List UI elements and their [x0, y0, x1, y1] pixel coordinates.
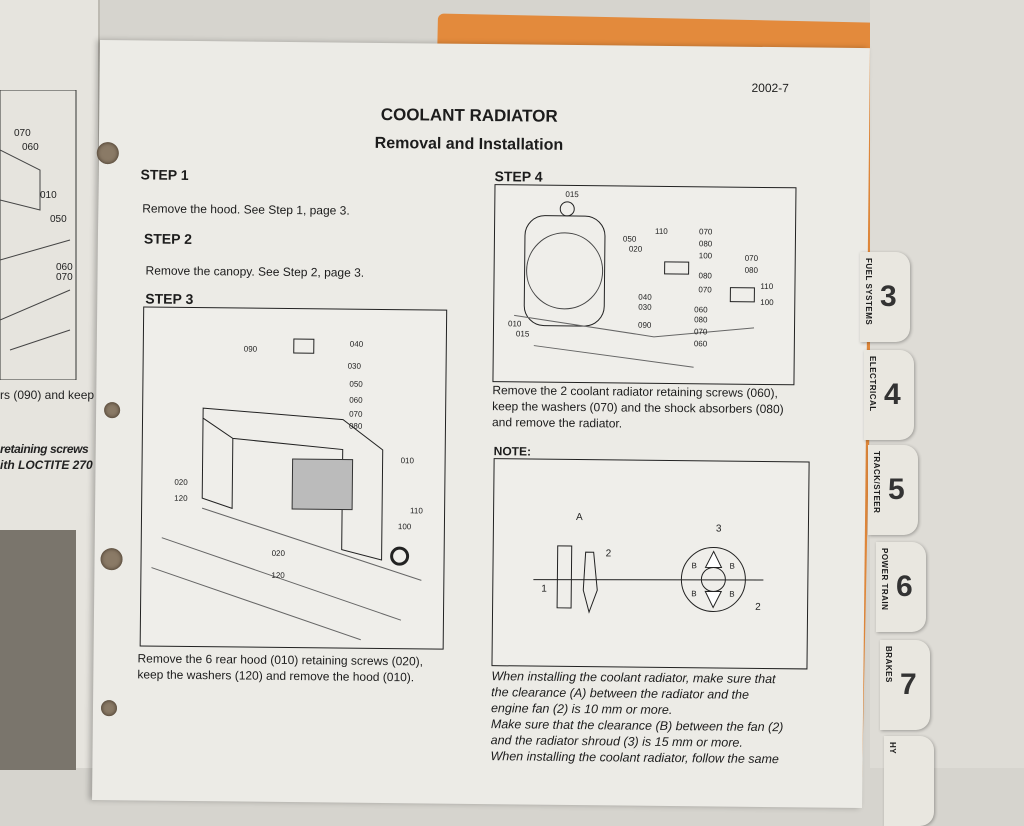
part-label: 100 — [397, 522, 412, 532]
part-label: 040 — [638, 292, 652, 302]
part-label: 070 — [698, 227, 713, 237]
hood-drawing — [151, 338, 422, 641]
binder-hole — [100, 700, 118, 717]
part-label: 100 — [760, 297, 774, 308]
part-label: 120 — [271, 570, 285, 580]
tab-label: POWER TRAIN — [880, 548, 889, 611]
tab-fuel-systems[interactable]: FUEL SYSTEMS 3 — [860, 252, 910, 342]
part-label: 100 — [698, 251, 713, 261]
tab-number: 7 — [900, 668, 917, 701]
part-label: 060 — [693, 339, 708, 349]
callout-label: B — [691, 589, 697, 599]
step3-diagram: 090 040 030 050 060 070 080 010 020 120 … — [139, 306, 448, 650]
radiator-drawing — [514, 201, 755, 368]
callout-label: B — [729, 589, 735, 599]
part-label: 080 — [694, 315, 708, 325]
part-label: 060 — [22, 142, 39, 153]
callout-label: 2 — [605, 548, 612, 560]
tab-label: TRACK/STEER — [872, 451, 881, 514]
step3-heading: STEP 3 — [145, 290, 194, 307]
callout-label: B — [691, 561, 697, 571]
part-label: 060 — [349, 395, 363, 405]
step3-caption: Remove the 6 rear hood (010) retaining s… — [137, 651, 424, 685]
note-text: When installing the coolant radiator, ma… — [490, 668, 809, 767]
part-label: 070 — [349, 409, 363, 419]
tab-label: FUEL SYSTEMS — [864, 258, 873, 326]
part-label: 110 — [654, 226, 668, 236]
part-label: 050 — [349, 379, 363, 389]
step4-caption: Remove the 2 coolant radiator retaining … — [491, 383, 784, 431]
left-diagram — [0, 90, 77, 380]
left-caption: retaining screws — [0, 442, 89, 456]
tab-label: ELECTRICAL — [868, 356, 877, 412]
callout-label: B — [729, 561, 735, 571]
part-label: 020 — [628, 244, 643, 254]
tab-electrical[interactable]: ELECTRICAL 4 — [864, 350, 914, 440]
part-label: 090 — [637, 320, 652, 330]
part-label: 070 — [698, 285, 712, 295]
tab-hydraulics[interactable]: HY — [884, 736, 934, 826]
part-label: 070 — [693, 327, 708, 337]
tab-label: BRAKES — [884, 646, 893, 683]
callout-label: A — [575, 512, 583, 524]
binder-hole — [100, 548, 123, 571]
tab-label: HY — [888, 742, 897, 755]
part-label: 015 — [515, 329, 530, 339]
part-label: 080 — [348, 421, 363, 431]
step4-diagram: 015 110 070 080 050 020 100 070 080 080 … — [492, 184, 797, 386]
clearance-drawing — [533, 545, 764, 614]
callout-label: 3 — [715, 523, 722, 535]
part-label: 080 — [698, 239, 713, 249]
part-label: 110 — [760, 281, 774, 292]
part-label: 080 — [698, 271, 712, 281]
step2-heading: STEP 2 — [143, 230, 193, 247]
tab-number: 4 — [884, 378, 901, 411]
page-subtitle: Removal and Installation — [374, 134, 564, 154]
callout-label: 1 — [541, 583, 547, 595]
part-label: 015 — [565, 189, 579, 200]
step1-text: Remove the hood. See Step 1, page 3. — [142, 201, 350, 218]
part-label: 110 — [410, 506, 423, 516]
binder-hole — [104, 402, 121, 419]
part-label: 020 — [271, 548, 286, 558]
left-photo — [0, 530, 76, 770]
note-diagram: A 1 2 3 B B B B 2 — [491, 458, 810, 670]
part-label: 070 — [744, 253, 759, 263]
part-label: 020 — [174, 477, 188, 487]
part-label: 040 — [349, 339, 364, 349]
tab-number: 3 — [880, 280, 897, 313]
note-heading: NOTE: — [493, 444, 532, 459]
part-label: 120 — [174, 493, 188, 503]
part-label: 050 — [622, 234, 637, 244]
part-label: 030 — [347, 361, 362, 371]
manual-page: 2002-7 COOLANT RADIATOR Removal and Inst… — [92, 40, 870, 809]
tab-power-train[interactable]: POWER TRAIN 6 — [876, 542, 926, 632]
part-label: 030 — [638, 302, 652, 312]
tab-track-steer[interactable]: TRACK/STEER 5 — [868, 445, 918, 535]
step2-text: Remove the canopy. See Step 2, page 3. — [145, 263, 365, 280]
part-label: 050 — [50, 214, 67, 225]
part-label: 010 — [400, 456, 415, 466]
part-label: 060 — [694, 305, 708, 315]
part-label: 010 — [40, 190, 57, 201]
tab-brakes[interactable]: BRAKES 7 — [880, 640, 930, 730]
step1-heading: STEP 1 — [140, 166, 189, 183]
left-page: 070 060 010 050 060 070 rs (090) and kee… — [0, 0, 100, 770]
tab-number: 6 — [896, 570, 913, 603]
left-caption: rs (090) and keep — [0, 388, 95, 402]
left-caption: ith LOCTITE 270 — [0, 458, 93, 472]
step4-heading: STEP 4 — [494, 168, 543, 185]
note-line: When installing the coolant radiator, fo… — [490, 749, 779, 767]
part-label: 010 — [508, 319, 522, 329]
tab-number: 5 — [888, 473, 905, 506]
part-label: 070 — [14, 128, 31, 139]
part-label: 070 — [56, 272, 73, 283]
part-label: 090 — [243, 344, 258, 354]
part-label: 060 — [56, 262, 73, 273]
page-title: COOLANT RADIATOR — [380, 104, 558, 126]
part-label: 080 — [744, 265, 759, 275]
callout-label: 2 — [755, 601, 761, 613]
page-number: 2002-7 — [751, 80, 789, 96]
